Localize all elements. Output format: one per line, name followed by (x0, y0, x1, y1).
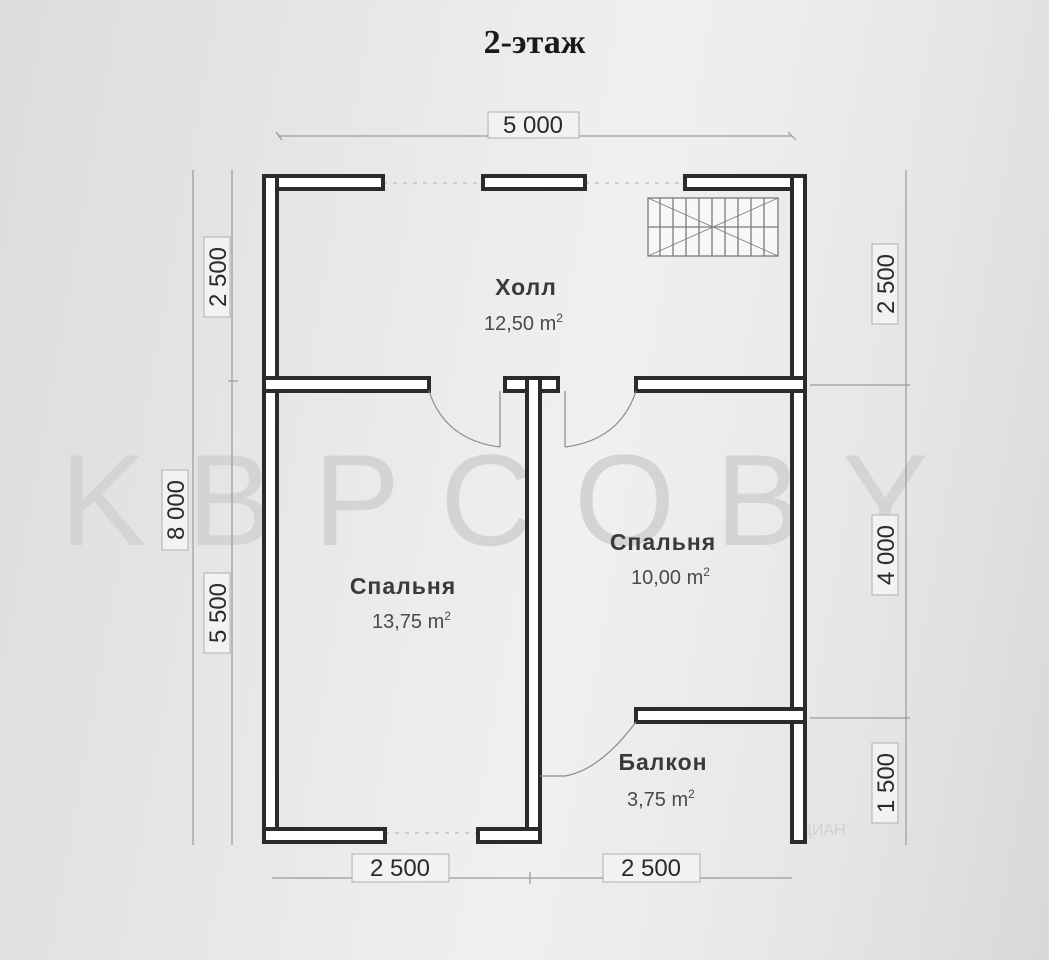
room-hall-name: Холл (495, 274, 557, 300)
dim-left-lower: 5 500 (205, 583, 232, 643)
dim-left-upper: 2 500 (205, 247, 232, 307)
dim-bottom-right: 2 500 (621, 855, 681, 882)
room-balcony-name: Балкон (618, 749, 707, 775)
windows (383, 182, 685, 834)
room-bedroom-right-area: 10,00 m2 (631, 565, 710, 589)
dim-right-middle: 4 000 (873, 525, 900, 585)
room-bedroom-left-name: Спальня (350, 573, 456, 599)
dim-right-lower: 1 500 (873, 753, 900, 813)
room-labels: Холл 12,50 m2 Спальня 10,00 m2 Спальня 1… (350, 274, 716, 811)
dim-bottom-left: 2 500 (370, 855, 430, 882)
room-balcony-area: 3,75 m2 (627, 787, 695, 811)
walls (262, 174, 807, 844)
dimension-labels: 5 000 8 000 2 500 5 500 2 500 4 000 1 50… (161, 111, 900, 883)
dim-top: 5 000 (503, 112, 563, 139)
staircase (647, 197, 779, 257)
watermark-text: KBPCOBY (60, 427, 969, 573)
floor-title: 2-этаж (483, 24, 586, 61)
door-swings (428, 390, 637, 777)
watermark-corner: ЦИАН (800, 822, 846, 839)
dim-left-total: 8 000 (163, 480, 190, 540)
room-hall-area: 12,50 m2 (484, 311, 563, 335)
room-bedroom-right-name: Спальня (610, 529, 716, 555)
dim-right-upper: 2 500 (873, 254, 900, 314)
room-bedroom-left-area: 13,75 m2 (372, 609, 451, 633)
